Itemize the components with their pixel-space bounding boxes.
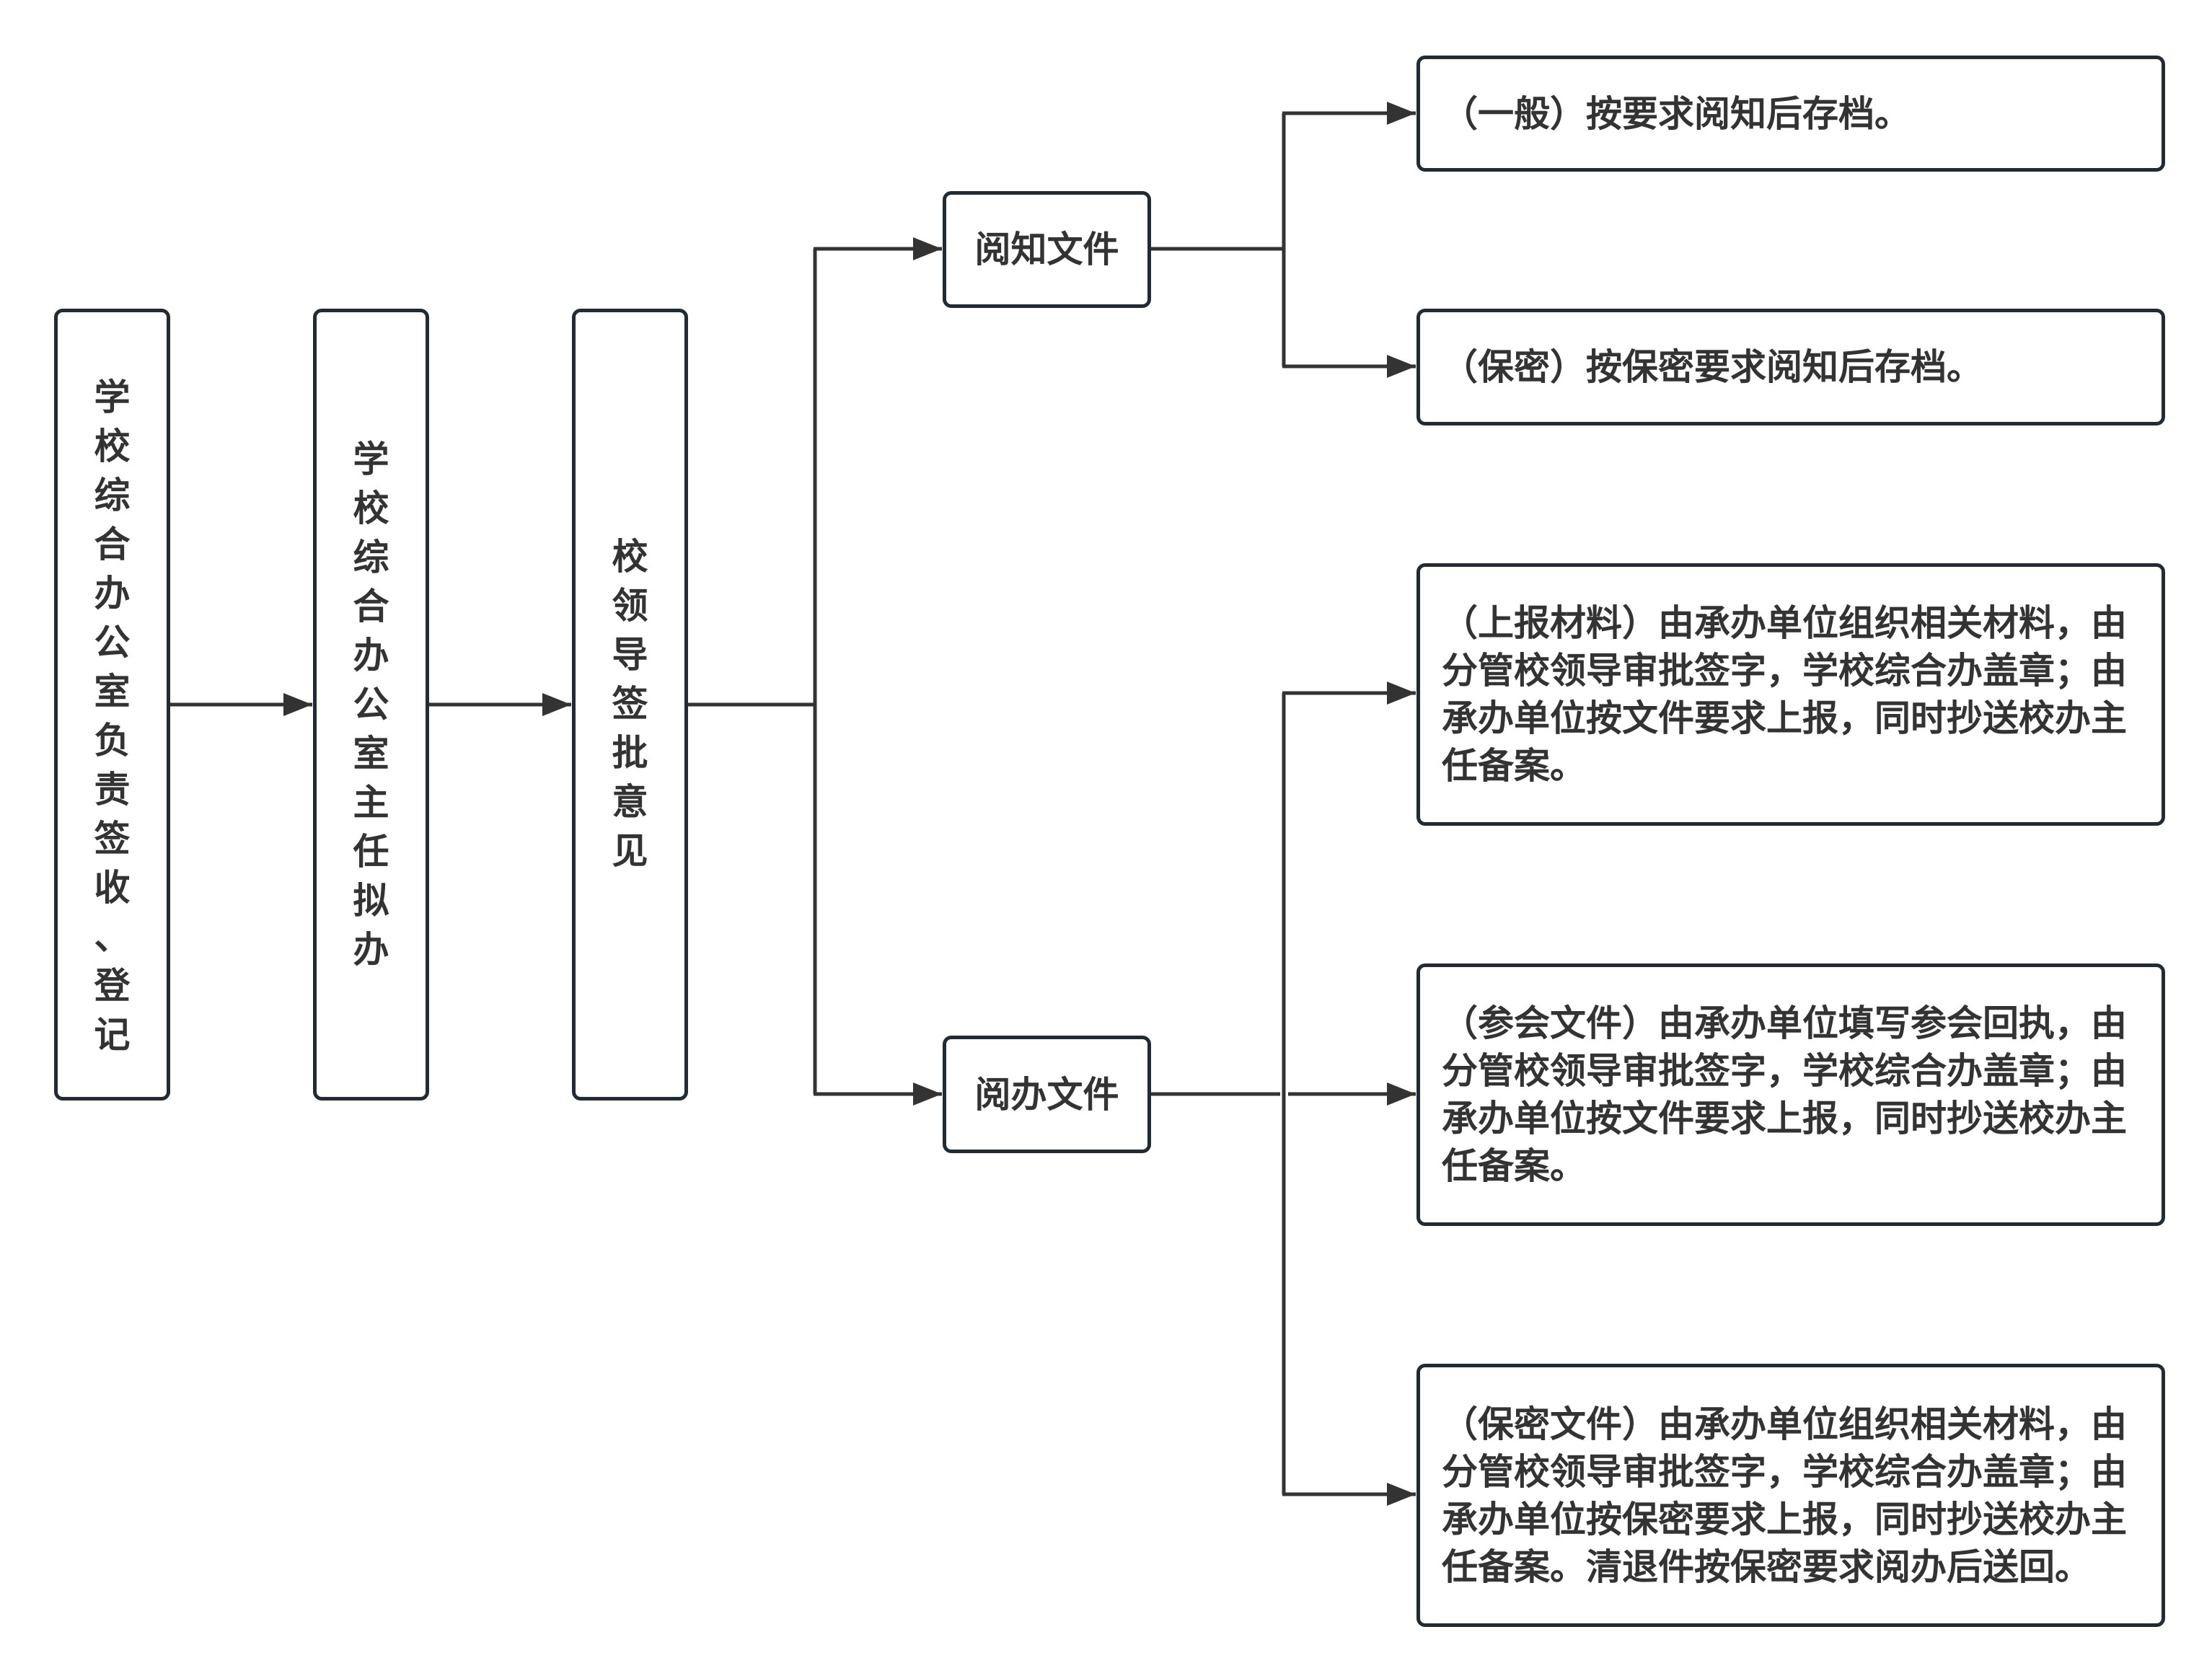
vertical-char: 负 [94, 719, 131, 762]
outcome-read-secret-text: （保密）按保密要求阅知后存档。 [1442, 345, 1983, 388]
vertical-char: 见 [612, 829, 648, 872]
vertical-char: 导 [612, 633, 648, 676]
branch-read: 阅知文件 [943, 191, 1151, 308]
vertical-char: 校 [94, 425, 131, 467]
vertical-char: 校 [612, 535, 648, 578]
outcome-handle-meeting-text: （参会文件）由承办单位填写参会回执，由分管校领导审批签字，学校综合办盖章；由承办… [1442, 1002, 2127, 1187]
vertical-char: 综 [94, 474, 131, 516]
outcome-handle-report: （上报材料）由承办单位组织相关材料，由分管校领导审批签字，学校综合办盖章；由承办… [1416, 563, 2165, 826]
vertical-char: 室 [353, 732, 389, 775]
outcome-handle-meeting: （参会文件）由承办单位填写参会回执，由分管校领导审批签字，学校综合办盖章；由承办… [1416, 963, 2165, 1226]
vertical-char: 拟 [353, 879, 389, 922]
vertical-char: 登 [94, 964, 131, 1007]
vertical-char: 公 [353, 683, 389, 725]
outcome-read-secret: （保密）按保密要求阅知后存档。 [1416, 309, 2165, 425]
step-draft: 学校综合办公室主任拟办 [313, 309, 429, 1101]
step-draft-label: 学校综合办公室主任拟办 [317, 435, 426, 974]
vertical-char: 公 [94, 621, 131, 663]
outcome-read-general-text: （一般）按要求阅知后存档。 [1442, 92, 1911, 135]
vertical-char: 、 [94, 915, 131, 958]
outcome-handle-secret: （保密文件）由承办单位组织相关材料，由分管校领导审批签字，学校综合办盖章；由承办… [1416, 1364, 2165, 1627]
step-receive: 学校综合办公室负责签收、登记 [54, 309, 170, 1101]
branch-handle: 阅办文件 [943, 1036, 1151, 1153]
vertical-char: 签 [94, 817, 131, 860]
vertical-char: 办 [353, 634, 389, 676]
vertical-char: 校 [353, 487, 389, 529]
outcome-read-general: （一般）按要求阅知后存档。 [1416, 56, 2165, 172]
vertical-char: 收 [94, 866, 131, 909]
vertical-char: 任 [353, 830, 389, 873]
step-receive-label: 学校综合办公室负责签收、登记 [58, 373, 167, 1059]
vertical-char: 综 [353, 536, 389, 578]
vertical-char: 办 [94, 572, 131, 614]
vertical-char: 学 [94, 376, 131, 418]
vertical-char: 办 [353, 928, 389, 971]
vertical-char: 学 [353, 438, 389, 480]
vertical-char: 主 [353, 781, 389, 824]
vertical-char: 领 [612, 584, 648, 627]
vertical-char: 意 [612, 780, 648, 823]
step-approve: 校领导签批意见 [572, 309, 688, 1101]
vertical-char: 批 [612, 731, 648, 774]
vertical-char: 合 [353, 585, 389, 627]
vertical-char: 合 [94, 523, 131, 565]
vertical-char: 记 [94, 1013, 131, 1056]
step-approve-label: 校领导签批意见 [576, 532, 684, 876]
vertical-char: 签 [612, 682, 648, 725]
branch-read-label: 阅知文件 [974, 228, 1119, 270]
outcome-handle-report-text: （上报材料）由承办单位组织相关材料，由分管校领导审批签字，学校综合办盖章；由承办… [1442, 601, 2127, 787]
vertical-char: 责 [94, 768, 131, 811]
branch-handle-label: 阅办文件 [974, 1072, 1119, 1116]
vertical-char: 室 [94, 670, 131, 713]
outcome-handle-secret-text: （保密文件）由承办单位组织相关材料，由分管校领导审批签字，学校综合办盖章；由承办… [1442, 1402, 2127, 1588]
